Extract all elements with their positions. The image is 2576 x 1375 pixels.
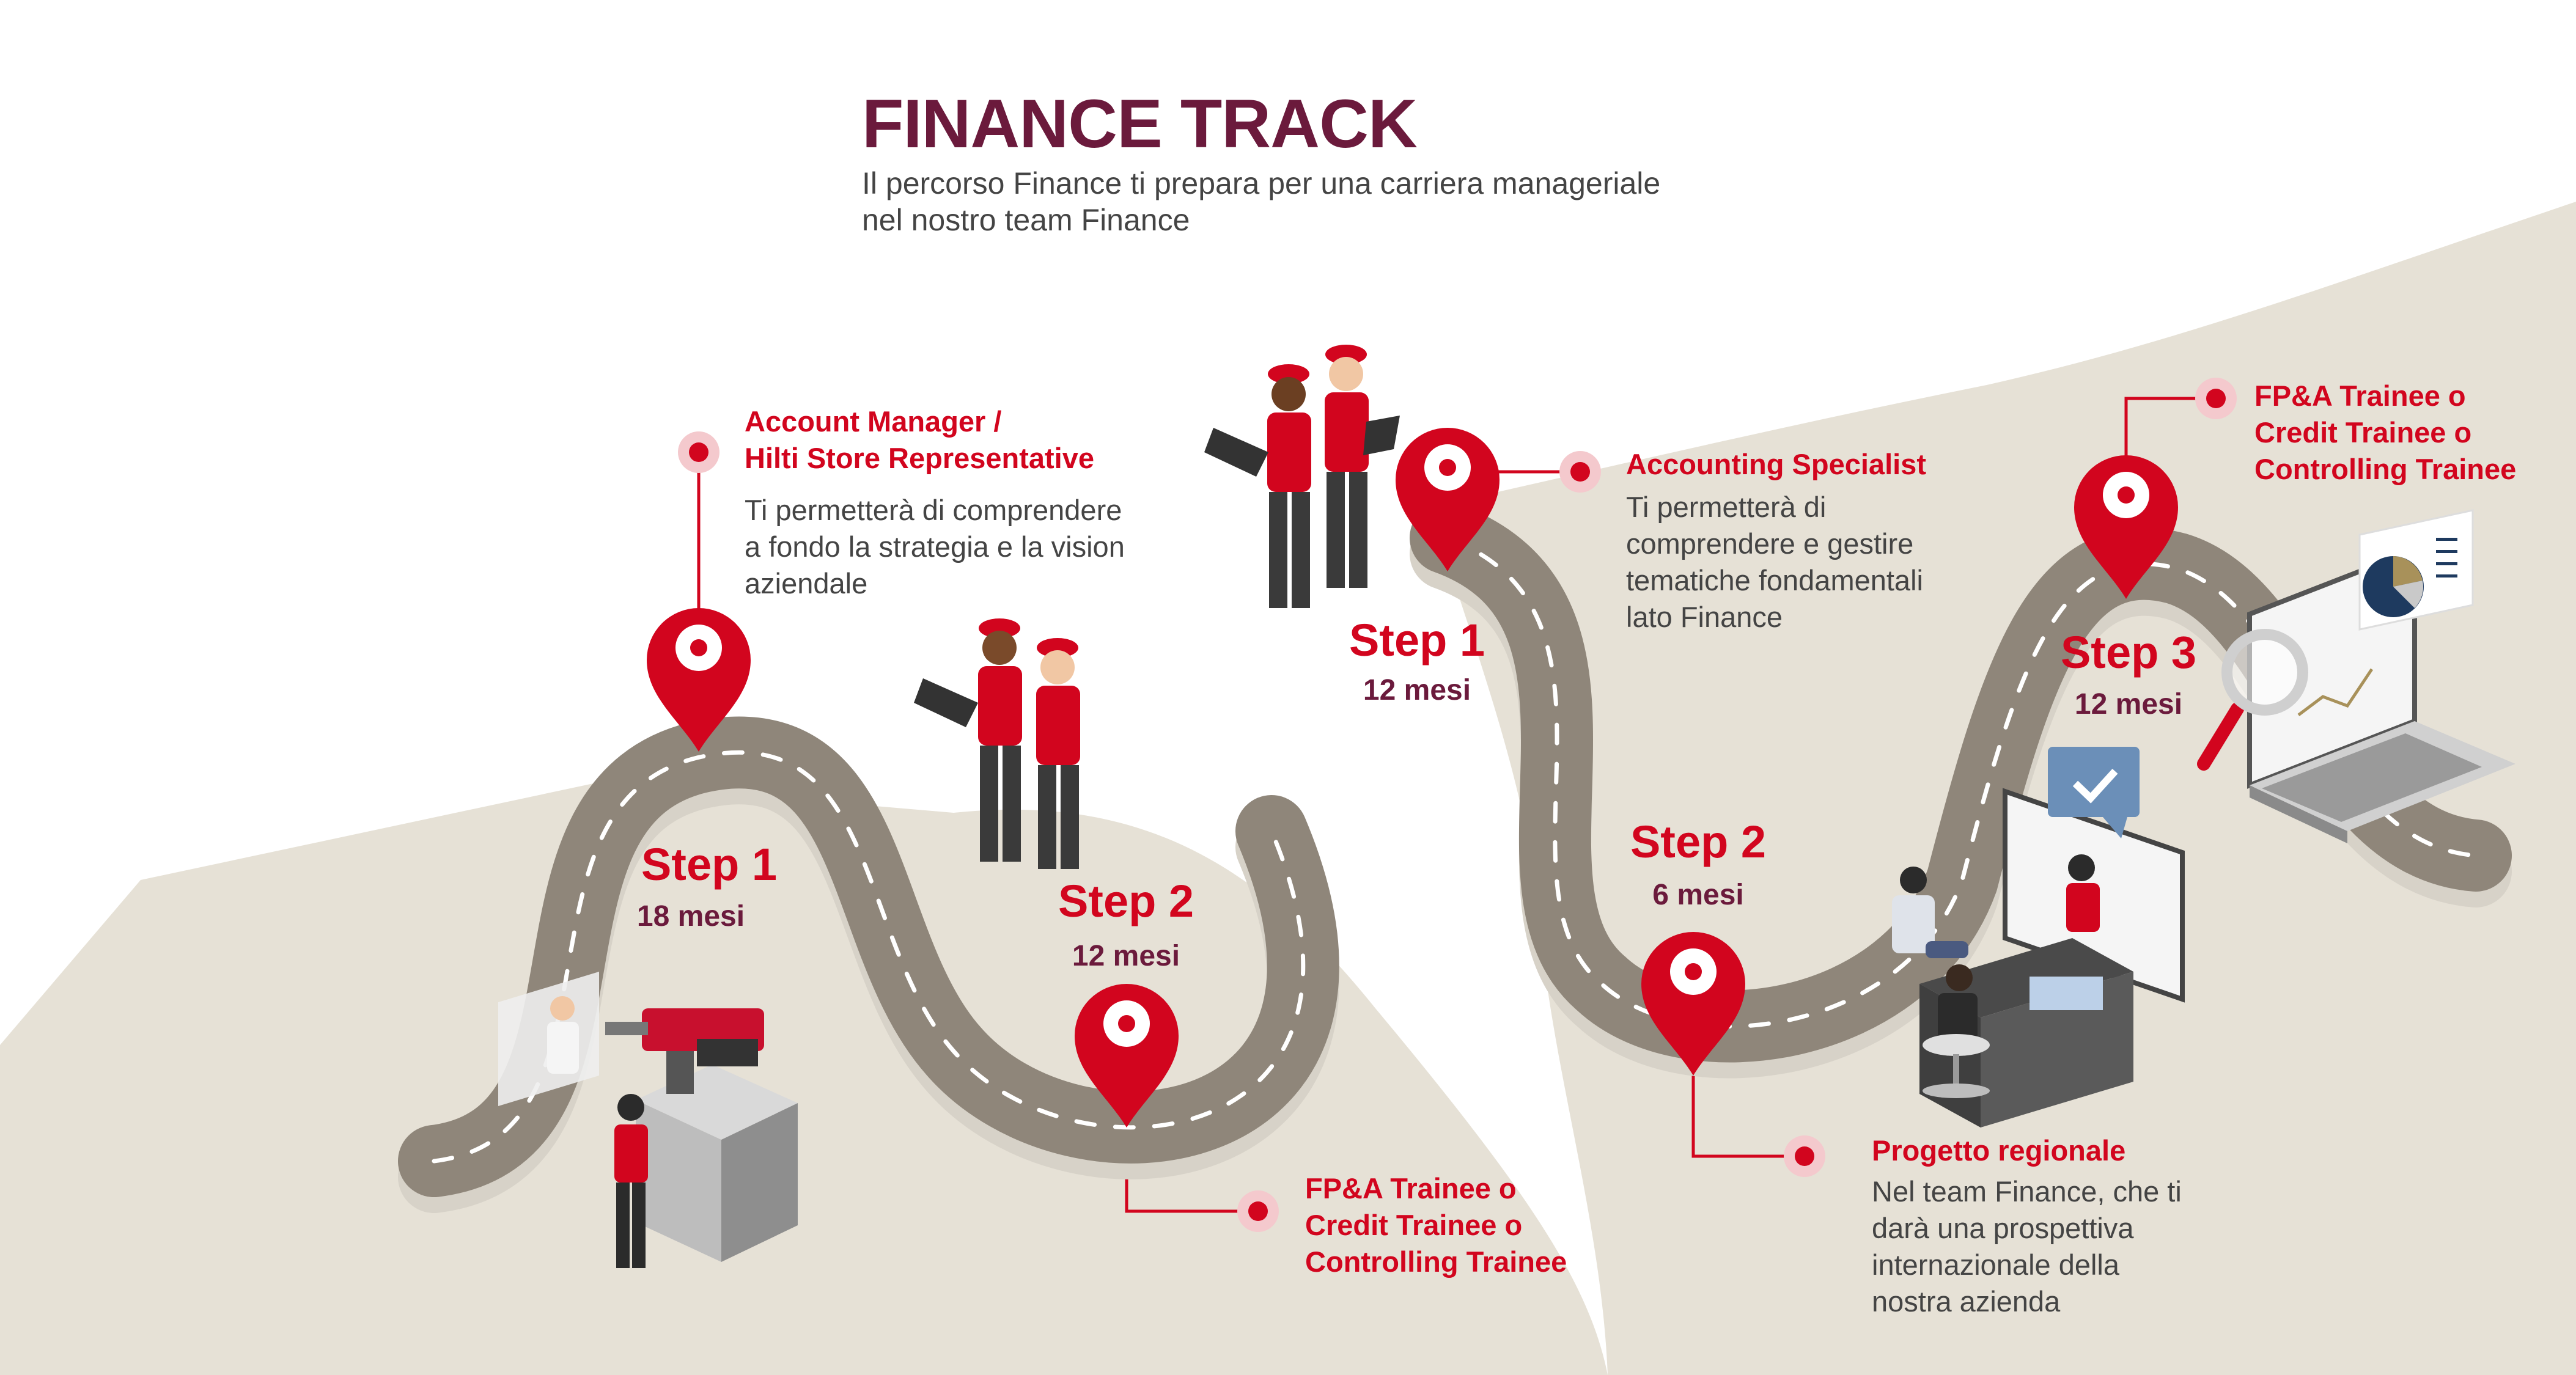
- step-label-1-mid: Step 1: [1349, 615, 1485, 666]
- step-duration-3-right: 12 mesi: [2074, 688, 2183, 721]
- endpoint-dot-accounting: [1559, 451, 1601, 493]
- role-desc-progetto: Nel team Finance, che ti darà una prospe…: [1872, 1175, 2182, 1318]
- role-title-accounting: Accounting Specialist: [1626, 448, 1926, 480]
- magnifier-icon: [2197, 629, 2308, 771]
- endpoint-dot-progetto: [1784, 1135, 1825, 1177]
- office-meeting-illustration: [1892, 747, 2185, 1128]
- map-pin-icon: [1396, 428, 1500, 571]
- map-pin-icon: [647, 608, 751, 752]
- person-illustration: [1892, 867, 1968, 958]
- person-illustration: [1923, 964, 1990, 1098]
- person-illustration: [2066, 854, 2100, 932]
- people-with-laptops-illustration: [914, 618, 1080, 869]
- person-illustration: [914, 618, 1022, 862]
- endpoint-dot-account-manager: [678, 431, 719, 473]
- person-illustration: [1325, 345, 1400, 588]
- step-label-2-left: Step 2: [1058, 876, 1194, 926]
- role-title-progetto: Progetto regionale: [1872, 1134, 2126, 1167]
- map-pin-icon: [1075, 984, 1179, 1128]
- step-duration-1-mid: 12 mesi: [1363, 674, 1471, 706]
- power-tool-icon: [605, 1008, 764, 1094]
- step-duration-1-left: 18 mesi: [636, 900, 745, 933]
- role-desc-accounting: Ti permetterà di comprendere e gestire t…: [1626, 491, 1923, 633]
- role-title-account-manager: Account Manager / Hilti Store Representa…: [745, 405, 1095, 474]
- terrain-left: [0, 782, 1608, 1375]
- person-illustration: [547, 996, 579, 1074]
- checkmark-icon: [2048, 747, 2140, 838]
- person-illustration: [614, 1094, 648, 1268]
- step-duration-2-right: 6 mesi: [1652, 879, 1744, 911]
- map-pin-icon: [2074, 455, 2178, 599]
- page-subtitle: Il percorso Finance ti prepara per una c…: [862, 166, 1661, 237]
- step-duration-2-left: 12 mesi: [1072, 940, 1180, 972]
- role-title-fpa-right: FP&A Trainee o Credit Trainee o Controll…: [2254, 380, 2517, 485]
- people-with-laptops-illustration: [1204, 345, 1400, 608]
- step-label-3-right: Step 3: [2060, 627, 2197, 678]
- chart-icon: [2358, 509, 2474, 631]
- map-pin-icon: [1641, 932, 1745, 1076]
- role-title-fpa-left: FP&A Trainee o Credit Trainee o Controll…: [1305, 1172, 1567, 1278]
- role-desc-account-manager: Ti permetterà di comprendere a fondo la …: [745, 494, 1125, 600]
- connector-fpa-right: [2124, 397, 2216, 477]
- endpoint-dot-fpa-right: [2195, 378, 2237, 419]
- endpoint-dot-fpa-left: [1237, 1190, 1279, 1232]
- step-label-1-left: Step 1: [641, 839, 778, 890]
- step-label-2-right: Step 2: [1630, 816, 1767, 867]
- person-illustration: [1036, 638, 1080, 869]
- connector-progetto: [1691, 1060, 1805, 1158]
- page-title: FINANCE TRACK: [862, 86, 1418, 162]
- person-illustration: [1204, 364, 1311, 608]
